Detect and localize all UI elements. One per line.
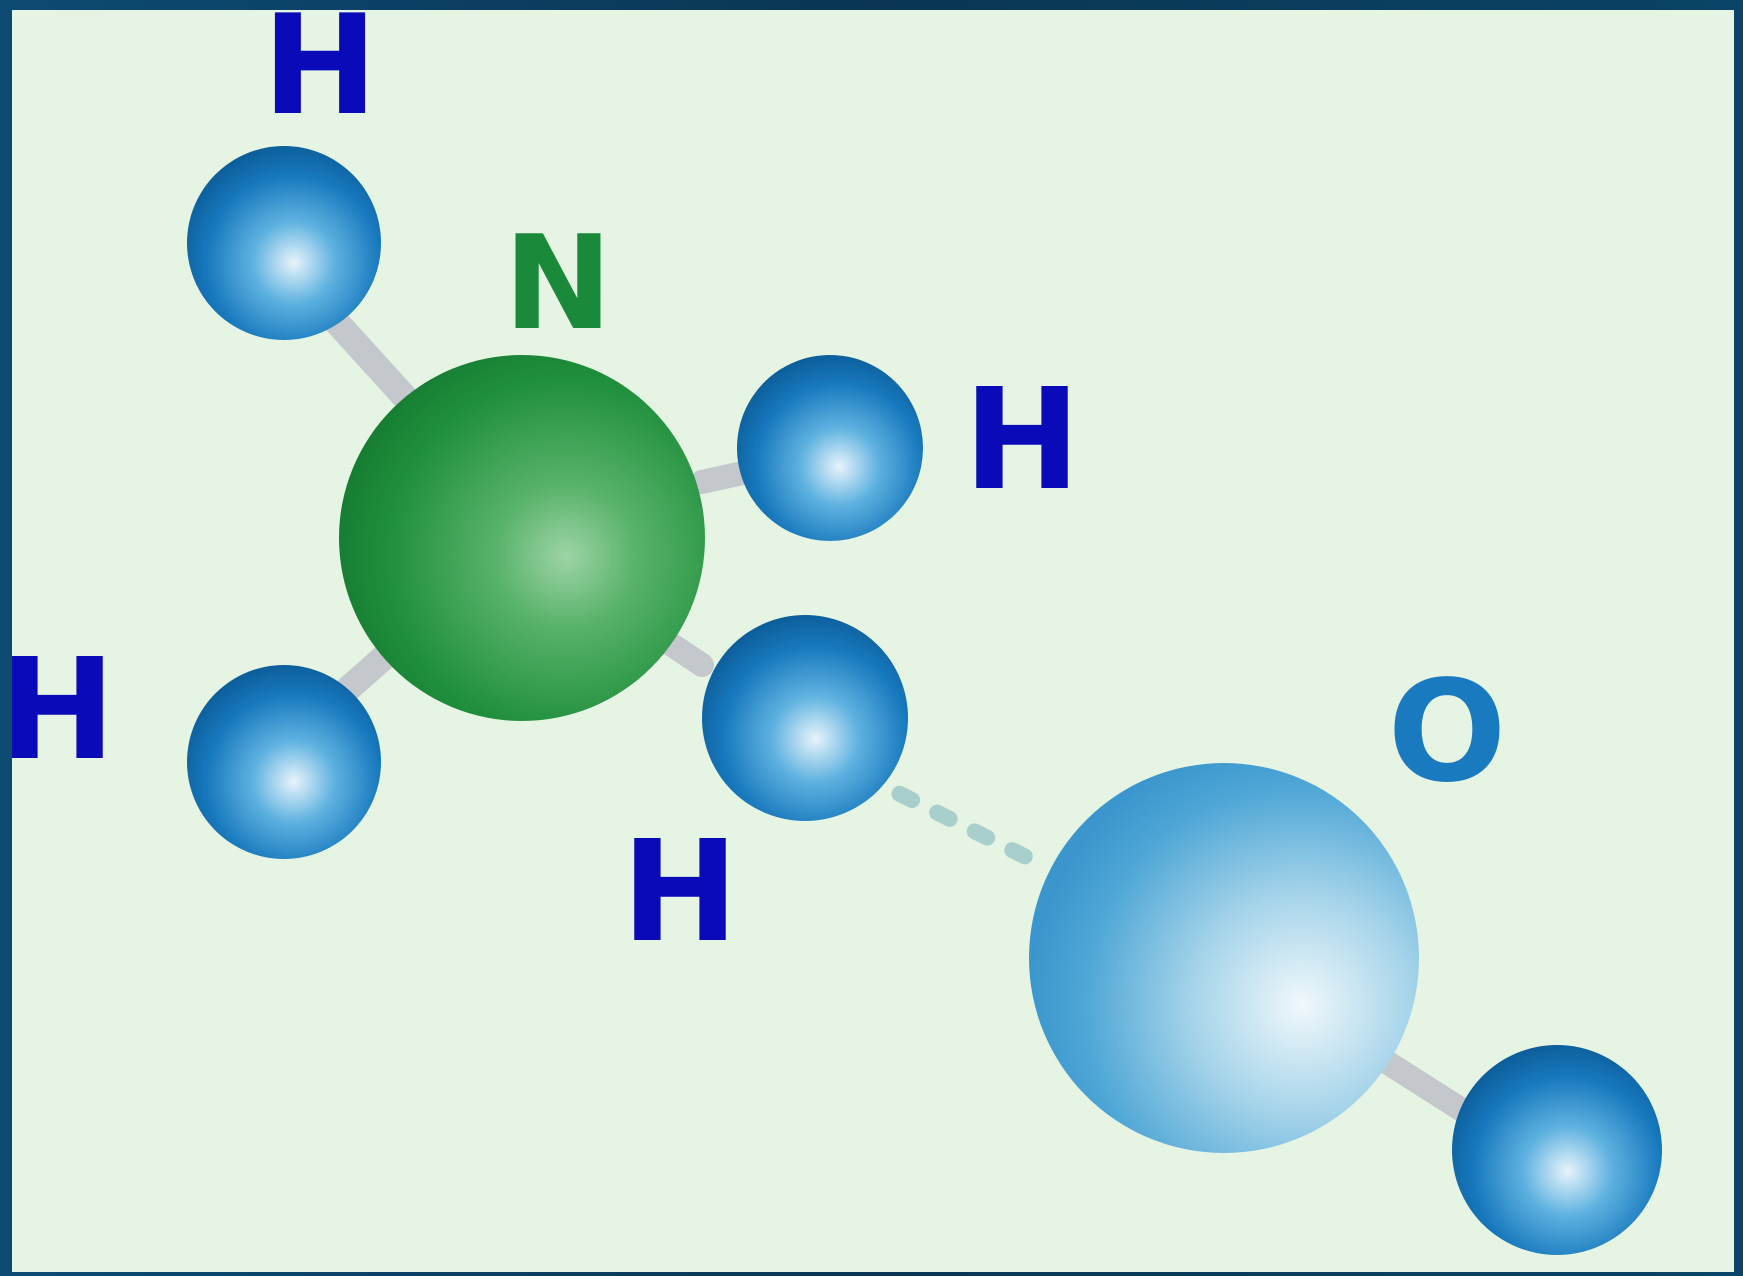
hydrogen-atom-1	[187, 146, 381, 340]
oxygen-atom	[1029, 763, 1419, 1153]
nitrogen-atom	[339, 355, 705, 721]
label-h-top: H	[262, 10, 378, 146]
hydrogen-atom-5	[1452, 1045, 1662, 1255]
label-h-left: H	[12, 629, 116, 792]
hydrogen-bond	[854, 767, 1050, 873]
molecule-diagram: H N H H H O	[12, 10, 1662, 1255]
label-o: O	[1387, 651, 1506, 814]
label-h-bottom: H	[621, 811, 738, 974]
hydrogen-atom-4	[702, 615, 908, 821]
atoms	[187, 146, 1662, 1255]
diagram-panel: H N H H H O	[12, 10, 1734, 1272]
atom-labels: H N H H H O	[12, 10, 1507, 974]
hydrogen-atom-3	[187, 665, 381, 859]
label-h-right: H	[963, 359, 1080, 522]
hydrogen-atom-2	[737, 355, 923, 541]
label-n: N	[504, 207, 613, 359]
